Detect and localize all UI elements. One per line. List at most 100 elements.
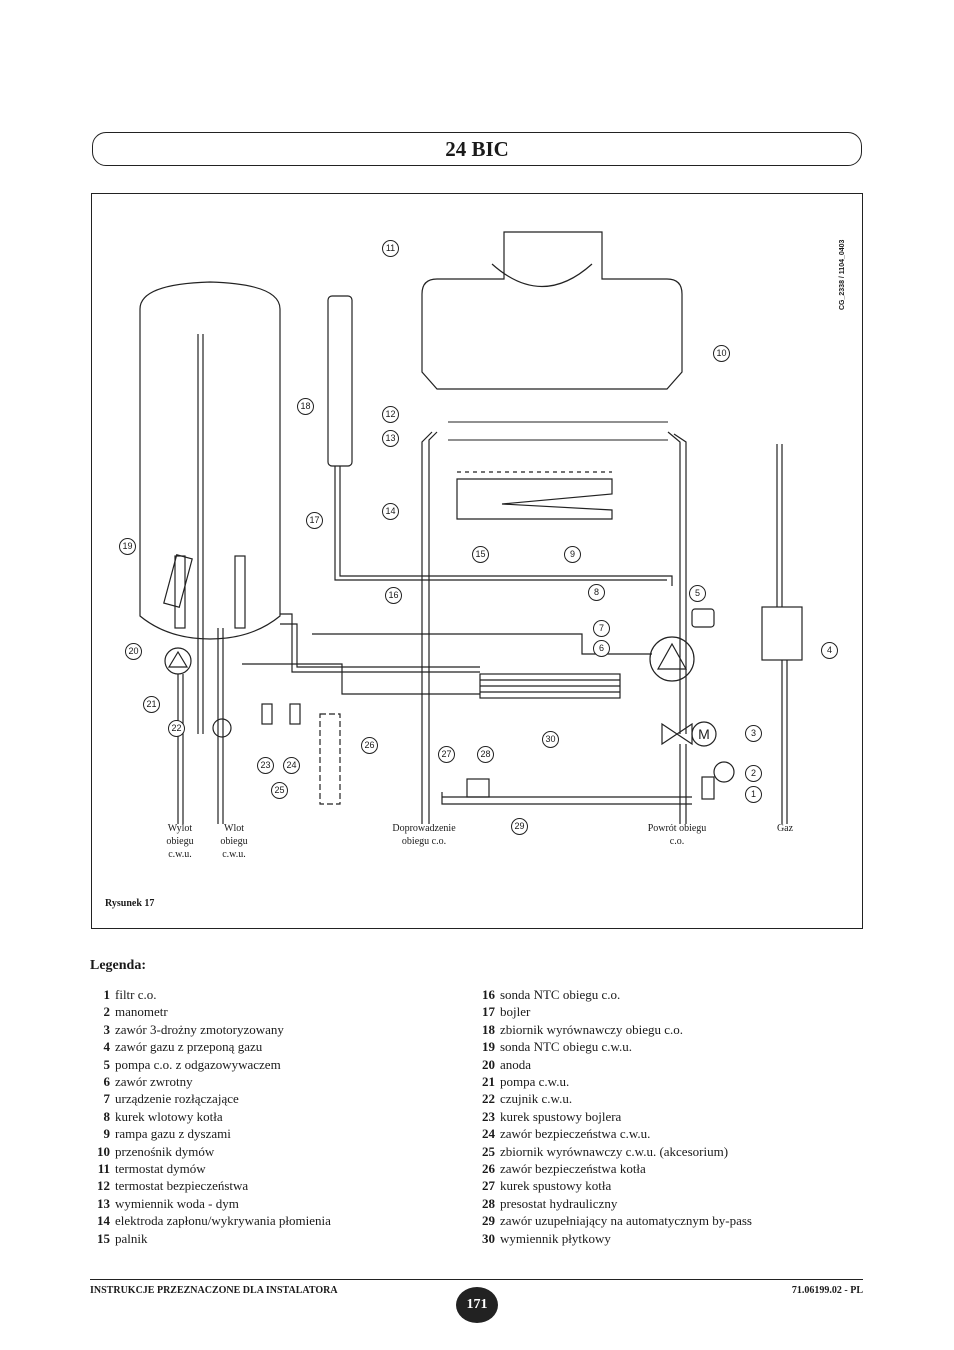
callout-7: 7 [593,620,610,637]
callout-13: 13 [382,430,399,447]
legend-item-text: pompa c.o. z odgazowywaczem [115,1056,281,1072]
legend-item-number: 9 [103,1126,111,1142]
callout-30: 30 [542,731,559,748]
callout-10: 10 [713,345,730,362]
legend-item: 29 zawór uzupełniający na automatycznym b… [475,1212,752,1229]
figure-label: Rysunek 17 [105,898,155,909]
manometer-2 [713,761,735,783]
legend-item: 11 termostat dymów [90,1160,331,1177]
callout-6: 6 [593,640,610,657]
callout-8: 8 [588,584,605,601]
legend-item: 24 zawór bezpieczeństwa c.w.u. [475,1125,752,1142]
callout-18: 18 [297,398,314,415]
legend-item: 16 sonda NTC obiegu c.o. [475,986,752,1003]
burner-15 [456,478,613,520]
legend-item-number: 14 [97,1213,110,1229]
legend-item-text: zawór 3-drożny zmotoryzowany [115,1021,284,1037]
legend-item: 15 palnik [90,1230,331,1247]
legend-item-text: termostat dymów [115,1161,206,1177]
legend-item-text: anoda [500,1056,532,1072]
legend-item-number: 28 [482,1195,495,1211]
legend-item-number: 26 [482,1161,495,1177]
figure-code: CG_2338 / 1104_0403 [839,239,846,310]
callout-16: 16 [385,587,402,604]
legend-item: 28 presostat hydrauliczny [475,1195,752,1212]
anode-20 [163,554,193,608]
legend-item-text: sonda NTC obiegu c.o. [500,987,621,1002]
legend-item-number: 18 [482,1021,495,1037]
legend-item-number: 23 [482,1108,495,1124]
callout-14: 14 [382,503,399,520]
callout-28: 28 [477,746,494,763]
legend-item-text: sonda NTC obiegu c.w.u. [500,1039,633,1055]
legend-item-number: 17 [482,1004,495,1020]
legend-title: Legenda: [90,958,146,973]
legend-item: 1 filtr c.o. [90,986,331,1003]
legend-item-number: 7 [103,1091,111,1107]
pipe-label-dhw-inlet: Wlot obiegu c.w.u. [220,823,248,860]
legend-item-text: palnik [115,1230,148,1246]
legend-item-text: elektroda zapłonu/wykrywania płomienia [115,1213,331,1229]
legend-item-text: termostat bezpieczeństwa [115,1178,249,1194]
boiler-tank [139,281,281,640]
filter-1 [701,776,715,800]
callout-11: 11 [382,240,399,257]
legend-item-number: 11 [97,1161,110,1177]
legend-item-number: 16 [482,987,495,1002]
expansion-tank-18 [327,295,353,467]
legend-item-text: presostat hydrauliczny [500,1195,618,1211]
legend-item-text: kurek spustowy kotła [500,1178,612,1194]
return-pipe [667,431,681,734]
legend-item-number: 5 [103,1056,111,1072]
hydraulic-diagram: M CG_2338 / 1104_0403 Rysunek 17 1 2 3 4… [91,193,863,929]
legend-item: 26 zawór bezpieczeństwa kotła [475,1160,752,1177]
legend-item: 22 czujnik c.w.u. [475,1090,752,1107]
legend-item-text: zbiornik wyrównawczy c.w.u. (akcesorium) [500,1143,729,1159]
legend-item-number: 1 [103,987,111,1002]
footer-right-text: 71.06199.02 - PL [791,1285,863,1296]
legend-item-number: 3 [103,1021,111,1037]
legend-item-text: zawór bezpieczeństwa kotła [500,1161,646,1177]
legend-item: 17 bojler [475,1003,752,1020]
legend-item-text: zawór zwrotny [115,1074,193,1090]
callout-24: 24 [283,757,300,774]
legend-item-number: 15 [97,1230,110,1246]
gas-valve-4 [761,606,803,661]
legend-item-text: filtr c.o. [115,987,157,1002]
legend-item-number: 29 [482,1213,495,1229]
legend-item-text: bojler [500,1004,531,1020]
callout-23: 23 [257,757,274,774]
legend-item-number: 22 [482,1091,495,1107]
three-way-valve-3 [661,722,693,746]
diagram-drawing: M [139,231,803,824]
callout-29: 29 [511,818,528,835]
callout-15: 15 [472,546,489,563]
legend-item-text: zawór bezpieczeństwa c.w.u. [500,1126,651,1142]
legend-item-text: czujnik c.w.u. [500,1091,573,1107]
legend-item-number: 24 [482,1126,495,1142]
legend-item-text: przenośnik dymów [115,1143,215,1159]
callout-12: 12 [382,406,399,423]
valve-motor-m [691,721,717,747]
pipe-label-ch-supply: Doprowadzenie obiegu c.o. [392,823,456,847]
callout-20: 20 [125,643,142,660]
dhw-expansion-tank-25 [319,713,341,805]
legend-item-text: zawór uzupełniający na automatycznym by-… [500,1213,752,1229]
page-number: 171 [456,1287,498,1323]
legend-item-text: pompa c.w.u. [500,1074,570,1090]
page-title: 24 BIC [445,136,509,161]
footer-rule [90,1279,863,1280]
callout-26: 26 [361,737,378,754]
